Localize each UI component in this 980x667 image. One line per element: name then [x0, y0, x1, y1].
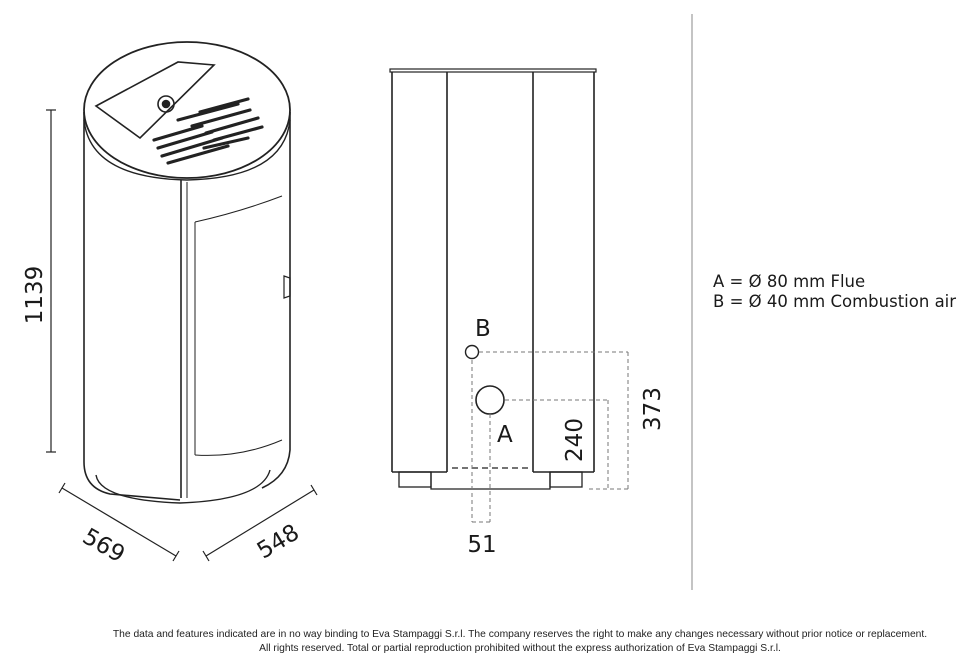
depth-right-dimension-label: 548 — [253, 520, 304, 565]
offset-bottom-dimension-label: 51 — [467, 532, 496, 558]
disclaimer-line-1: The data and features indicated are in n… — [112, 629, 928, 640]
height-dimension-line — [46, 109, 56, 453]
depth-left-dimension-label: 569 — [78, 524, 129, 568]
rear-dimension-guides — [471, 351, 629, 523]
height-b-dimension-label: 373 — [640, 387, 666, 431]
disclaimer-footer: The data and features indicated are in n… — [0, 628, 980, 656]
height-a-dimension-label: 240 — [562, 418, 588, 462]
depth-right-dimension-line — [202, 484, 318, 562]
marker-b-label: B — [475, 316, 491, 342]
stove-rear-view — [389, 68, 597, 490]
legend-line-a: A = Ø 80 mm Flue — [713, 272, 866, 291]
legend-line-b: B = Ø 40 mm Combustion air — [713, 292, 957, 311]
depth-left-dimension-line — [58, 482, 180, 562]
marker-a-label: A — [497, 422, 513, 448]
legend: A = Ø 80 mm Flue B = Ø 40 mm Combustion … — [713, 272, 956, 312]
stove-perspective-view — [83, 41, 291, 504]
disclaimer-line-2: All rights reserved. Total or partial re… — [259, 643, 781, 654]
height-dimension-label: 1139 — [22, 266, 48, 325]
